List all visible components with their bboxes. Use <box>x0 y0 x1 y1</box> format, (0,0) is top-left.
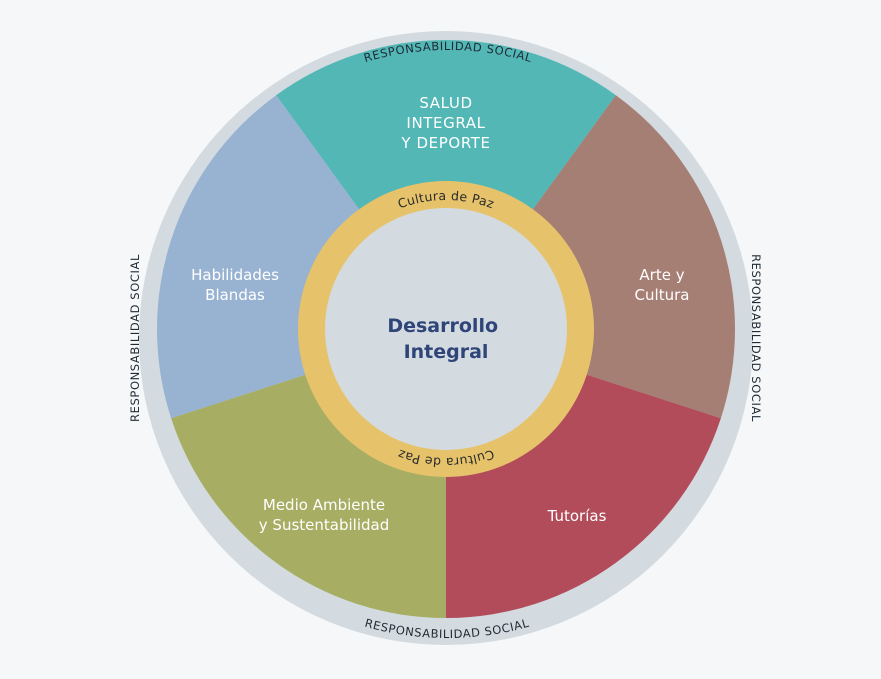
segment-labels-layer: SALUD INTEGRAL Y DEPORTE Arte y CulturaTutor… <box>191 94 689 534</box>
center-line-2: Integral <box>404 341 489 363</box>
segment-label-medio: Medio Ambiente y Sustentabilidad <box>259 496 389 534</box>
center-label-desarrollo-integral: Desarrollo Integral <box>387 315 504 363</box>
segment-label-habilidades-line-2: Blandas <box>205 286 265 304</box>
center-circle <box>325 208 567 450</box>
center-line-1: Desarrollo <box>387 315 498 337</box>
segment-label-medio-line-2: y Sustentabilidad <box>259 516 389 534</box>
outer-label-right: RESPONSABILIDAD SOCIAL <box>749 254 763 422</box>
segment-label-arte: Arte y Cultura <box>635 266 690 304</box>
segment-label-arte-line-1: Arte y <box>639 266 684 284</box>
segment-label-salud-line-3: Y DEPORTE <box>400 134 490 152</box>
outer-label-left: RESPONSABILIDAD SOCIAL <box>128 254 142 422</box>
segment-label-arte-line-2: Cultura <box>635 286 690 304</box>
segment-label-tutorias-line-1: Tutorías <box>547 507 607 525</box>
segment-label-salud: SALUD INTEGRAL Y DEPORTE <box>400 94 490 152</box>
segment-label-habilidades-line-1: Habilidades <box>191 266 279 284</box>
segment-label-salud-line-2: INTEGRAL <box>406 114 485 132</box>
segment-label-salud-line-1: SALUD <box>419 94 472 112</box>
segment-label-tutorias: Tutorías <box>547 507 607 525</box>
segment-label-medio-line-1: Medio Ambiente <box>263 496 385 514</box>
